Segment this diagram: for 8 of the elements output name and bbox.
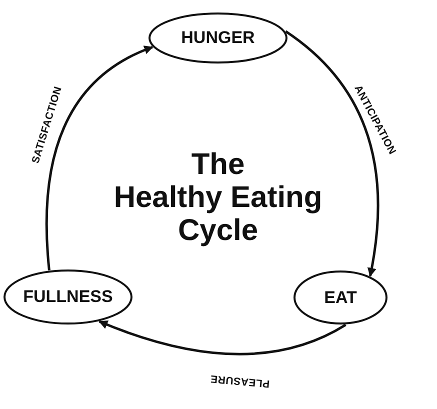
curved-arrow [284,30,380,277]
diagram-title: The Healthy Eating Cycle [112,148,324,247]
edge-label: PLEASURE [208,372,272,390]
curved-arrow [46,46,154,270]
node-label: FULLNESS [23,287,113,307]
node-label: EAT [324,288,357,308]
curved-arrow [98,320,346,356]
node-label: HUNGER [181,28,255,48]
